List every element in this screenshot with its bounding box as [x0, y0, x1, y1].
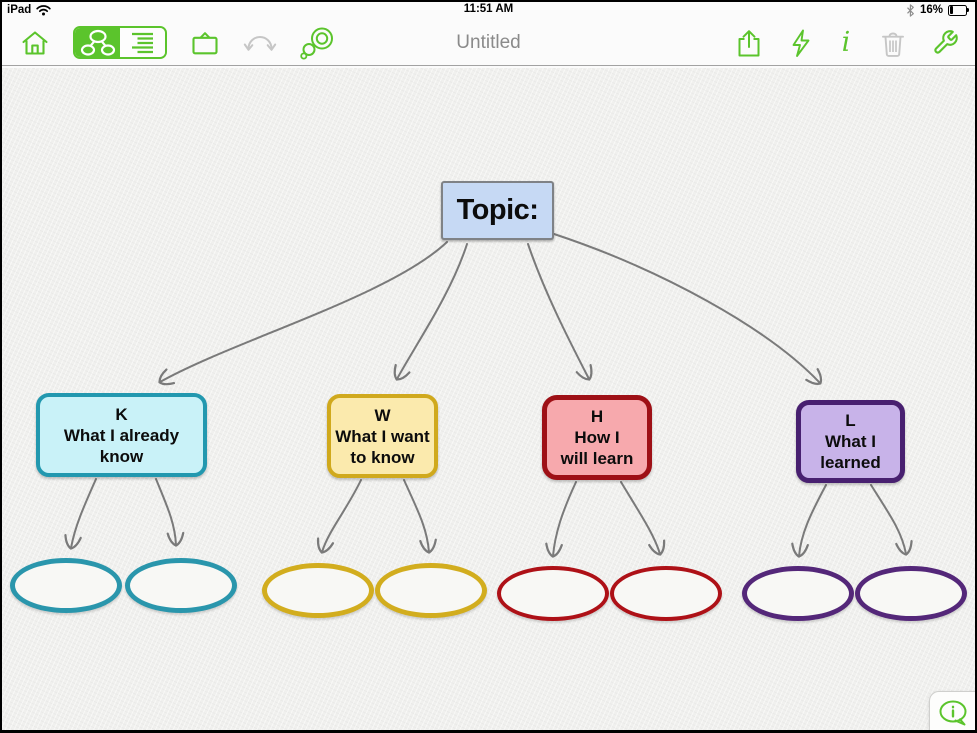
- view-mode-segmented-control: [73, 26, 167, 59]
- trash-button[interactable]: [879, 28, 907, 58]
- toolbar: Untitled i: [0, 20, 977, 66]
- home-button[interactable]: [20, 29, 50, 57]
- clipboard-button[interactable]: [190, 29, 220, 57]
- outline-view-icon: [132, 32, 153, 53]
- child-oval-h2[interactable]: [610, 566, 722, 621]
- lightning-icon: [792, 29, 810, 57]
- node-k[interactable]: K What I already know: [36, 393, 207, 477]
- note-info-icon: i: [841, 26, 851, 58]
- node-letter: W: [374, 405, 391, 425]
- child-oval-k1[interactable]: [10, 558, 122, 613]
- undo-button[interactable]: [243, 30, 277, 55]
- wifi-icon: [36, 5, 51, 16]
- settings-button[interactable]: [932, 29, 959, 56]
- node-w[interactable]: W What I want to know: [327, 394, 438, 478]
- node-letter: K: [115, 404, 128, 424]
- node-l[interactable]: L What I learned: [796, 400, 905, 483]
- trash-icon: [882, 32, 904, 57]
- topic-node[interactable]: Topic:: [441, 181, 554, 240]
- share-button[interactable]: [735, 28, 763, 58]
- wrench-icon: [934, 30, 958, 54]
- node-description: What I already know: [63, 425, 180, 466]
- connector-arrows: [64, 233, 913, 558]
- share-icon: [738, 29, 760, 56]
- home-icon: [22, 30, 48, 55]
- undo-redo-icon: [243, 36, 277, 51]
- child-oval-h1[interactable]: [497, 566, 609, 621]
- node-description: What I want to know: [335, 426, 430, 467]
- child-oval-l2[interactable]: [855, 566, 967, 621]
- carrier-label: iPad: [7, 4, 32, 16]
- info-speech-bubble-icon: [939, 700, 967, 726]
- lightning-button[interactable]: [788, 28, 813, 58]
- outline-view-segment[interactable]: [120, 28, 165, 57]
- style-circles-icon: [300, 27, 333, 59]
- child-oval-w2[interactable]: [375, 563, 487, 618]
- document-title[interactable]: Untitled: [456, 31, 521, 53]
- node-letter: H: [590, 407, 604, 426]
- bluetooth-icon: [907, 3, 914, 17]
- node-h[interactable]: H How I will learn: [542, 395, 652, 480]
- child-oval-w1[interactable]: [262, 563, 374, 618]
- style-button[interactable]: [300, 26, 335, 60]
- clock-label: 11:51 AM: [463, 3, 514, 15]
- battery-icon: [948, 4, 970, 16]
- clipboard-icon: [192, 31, 218, 54]
- node-letter: L: [845, 411, 856, 430]
- mindmap-view-icon: [80, 29, 115, 56]
- node-description: How I will learn: [560, 428, 634, 468]
- child-oval-l1[interactable]: [742, 566, 854, 621]
- status-bar: iPad 11:51 AM 16%: [0, 0, 977, 20]
- child-oval-k2[interactable]: [125, 558, 237, 613]
- note-info-button[interactable]: i: [838, 26, 854, 58]
- topic-label: Topic:: [456, 194, 539, 226]
- diagram-view-segment[interactable]: [75, 28, 120, 57]
- help-info-button[interactable]: [929, 691, 977, 733]
- diagram-canvas[interactable]: Topic: K What I already know W What I wa…: [0, 68, 977, 733]
- node-description: What I learned: [820, 432, 881, 472]
- battery-percent-label: 16%: [919, 4, 943, 16]
